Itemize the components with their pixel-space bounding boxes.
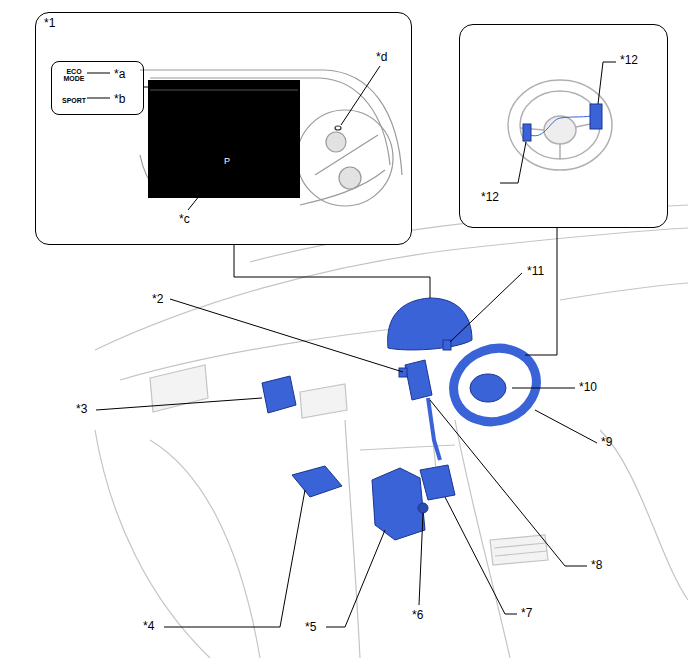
leader-lines xyxy=(535,410,597,443)
wheel-illustration xyxy=(530,115,595,136)
connector xyxy=(418,503,428,513)
leader-lines xyxy=(170,299,403,372)
leader-lines xyxy=(450,273,522,342)
callout-number: *1 xyxy=(44,17,55,30)
wheel-illustration xyxy=(598,62,616,104)
ecu xyxy=(292,466,342,497)
meter-illustration xyxy=(297,110,393,206)
meter-illustration xyxy=(148,80,300,198)
steering-shaft xyxy=(428,398,440,460)
meter-leaders xyxy=(87,73,110,74)
indicator-text: ECO MODE xyxy=(62,68,86,82)
steering-column xyxy=(405,360,432,400)
dashboard-outline xyxy=(95,430,210,658)
indicator-text: SPORT xyxy=(62,97,86,104)
highlighted-parts xyxy=(262,298,547,540)
callout-number: *8 xyxy=(591,559,602,572)
steering-wheel xyxy=(443,337,547,433)
wheel-illustration xyxy=(520,91,600,159)
inset-grounds xyxy=(36,13,411,244)
callout-number: *7 xyxy=(521,607,532,620)
ecu xyxy=(372,468,425,540)
leader-lines xyxy=(512,388,575,389)
meter-illustration xyxy=(140,70,402,206)
leader-lines xyxy=(96,228,597,627)
inset-panel: *1 *dP *c ECO MODE *aSPORT *b xyxy=(35,12,412,245)
callout-number: *10 xyxy=(579,381,597,394)
wheel-illustration xyxy=(544,116,576,144)
leader-lines xyxy=(234,245,430,298)
callout-number: *2 xyxy=(152,293,163,306)
meter-illustration xyxy=(335,126,341,130)
meter-illustration xyxy=(326,132,346,152)
dashboard-outline xyxy=(300,384,347,418)
display-symbol: P xyxy=(224,156,230,166)
callout-number: *12 xyxy=(481,191,499,204)
switch-assembly xyxy=(420,465,455,500)
wheel-illustration xyxy=(520,122,600,159)
dashboard-outline xyxy=(95,228,688,350)
leader-lines xyxy=(525,228,557,355)
callout-number: *11 xyxy=(527,265,544,278)
callout-number: *5 xyxy=(305,621,316,634)
dashboard-outline xyxy=(560,283,688,300)
callout-number: *a xyxy=(114,68,125,81)
leader-lines xyxy=(419,513,423,605)
leader-lines xyxy=(445,497,517,614)
column-switch xyxy=(399,368,407,377)
inset-panel: *12 *12 xyxy=(459,24,668,228)
leader-lines xyxy=(326,530,385,627)
callout-number: *3 xyxy=(76,403,87,416)
dashboard-outline xyxy=(150,365,208,412)
dashboard-outline xyxy=(95,205,688,658)
wheel-illustration xyxy=(523,124,531,141)
indicator-box: ECO MODE *aSPORT *b xyxy=(51,61,144,115)
meter-leaders xyxy=(87,66,380,210)
meter-illustration xyxy=(150,89,298,90)
callout-number: *c xyxy=(179,213,190,226)
dashboard-outline xyxy=(494,543,547,556)
meter-illustration xyxy=(339,167,361,189)
combination-meter xyxy=(388,298,472,350)
callout-number: *9 xyxy=(601,436,612,449)
steering-pad xyxy=(470,374,506,402)
callout-number: *b xyxy=(114,93,125,106)
wheel-illustration xyxy=(500,142,526,183)
meter-leaders xyxy=(341,66,380,125)
inset-grounds xyxy=(460,25,667,227)
dashboard-outline xyxy=(600,430,688,600)
meter-illustration xyxy=(300,170,385,205)
callout-number: *12 xyxy=(620,54,638,67)
callout-number: *4 xyxy=(143,620,154,633)
callout-number: *6 xyxy=(412,609,423,622)
leader-lines xyxy=(164,490,305,627)
dashboard-outline xyxy=(360,445,455,450)
inset-grounds xyxy=(36,13,667,244)
wheel-illustration xyxy=(500,62,616,183)
dashboard-outline xyxy=(490,535,548,565)
ecu xyxy=(262,376,296,413)
dashboard-outline xyxy=(150,440,260,658)
wheel-illustration xyxy=(590,104,602,129)
leader-lines xyxy=(96,398,262,410)
meter-leaders xyxy=(188,170,220,210)
callout-number: *d xyxy=(376,51,387,64)
meter-leaders xyxy=(87,98,110,99)
